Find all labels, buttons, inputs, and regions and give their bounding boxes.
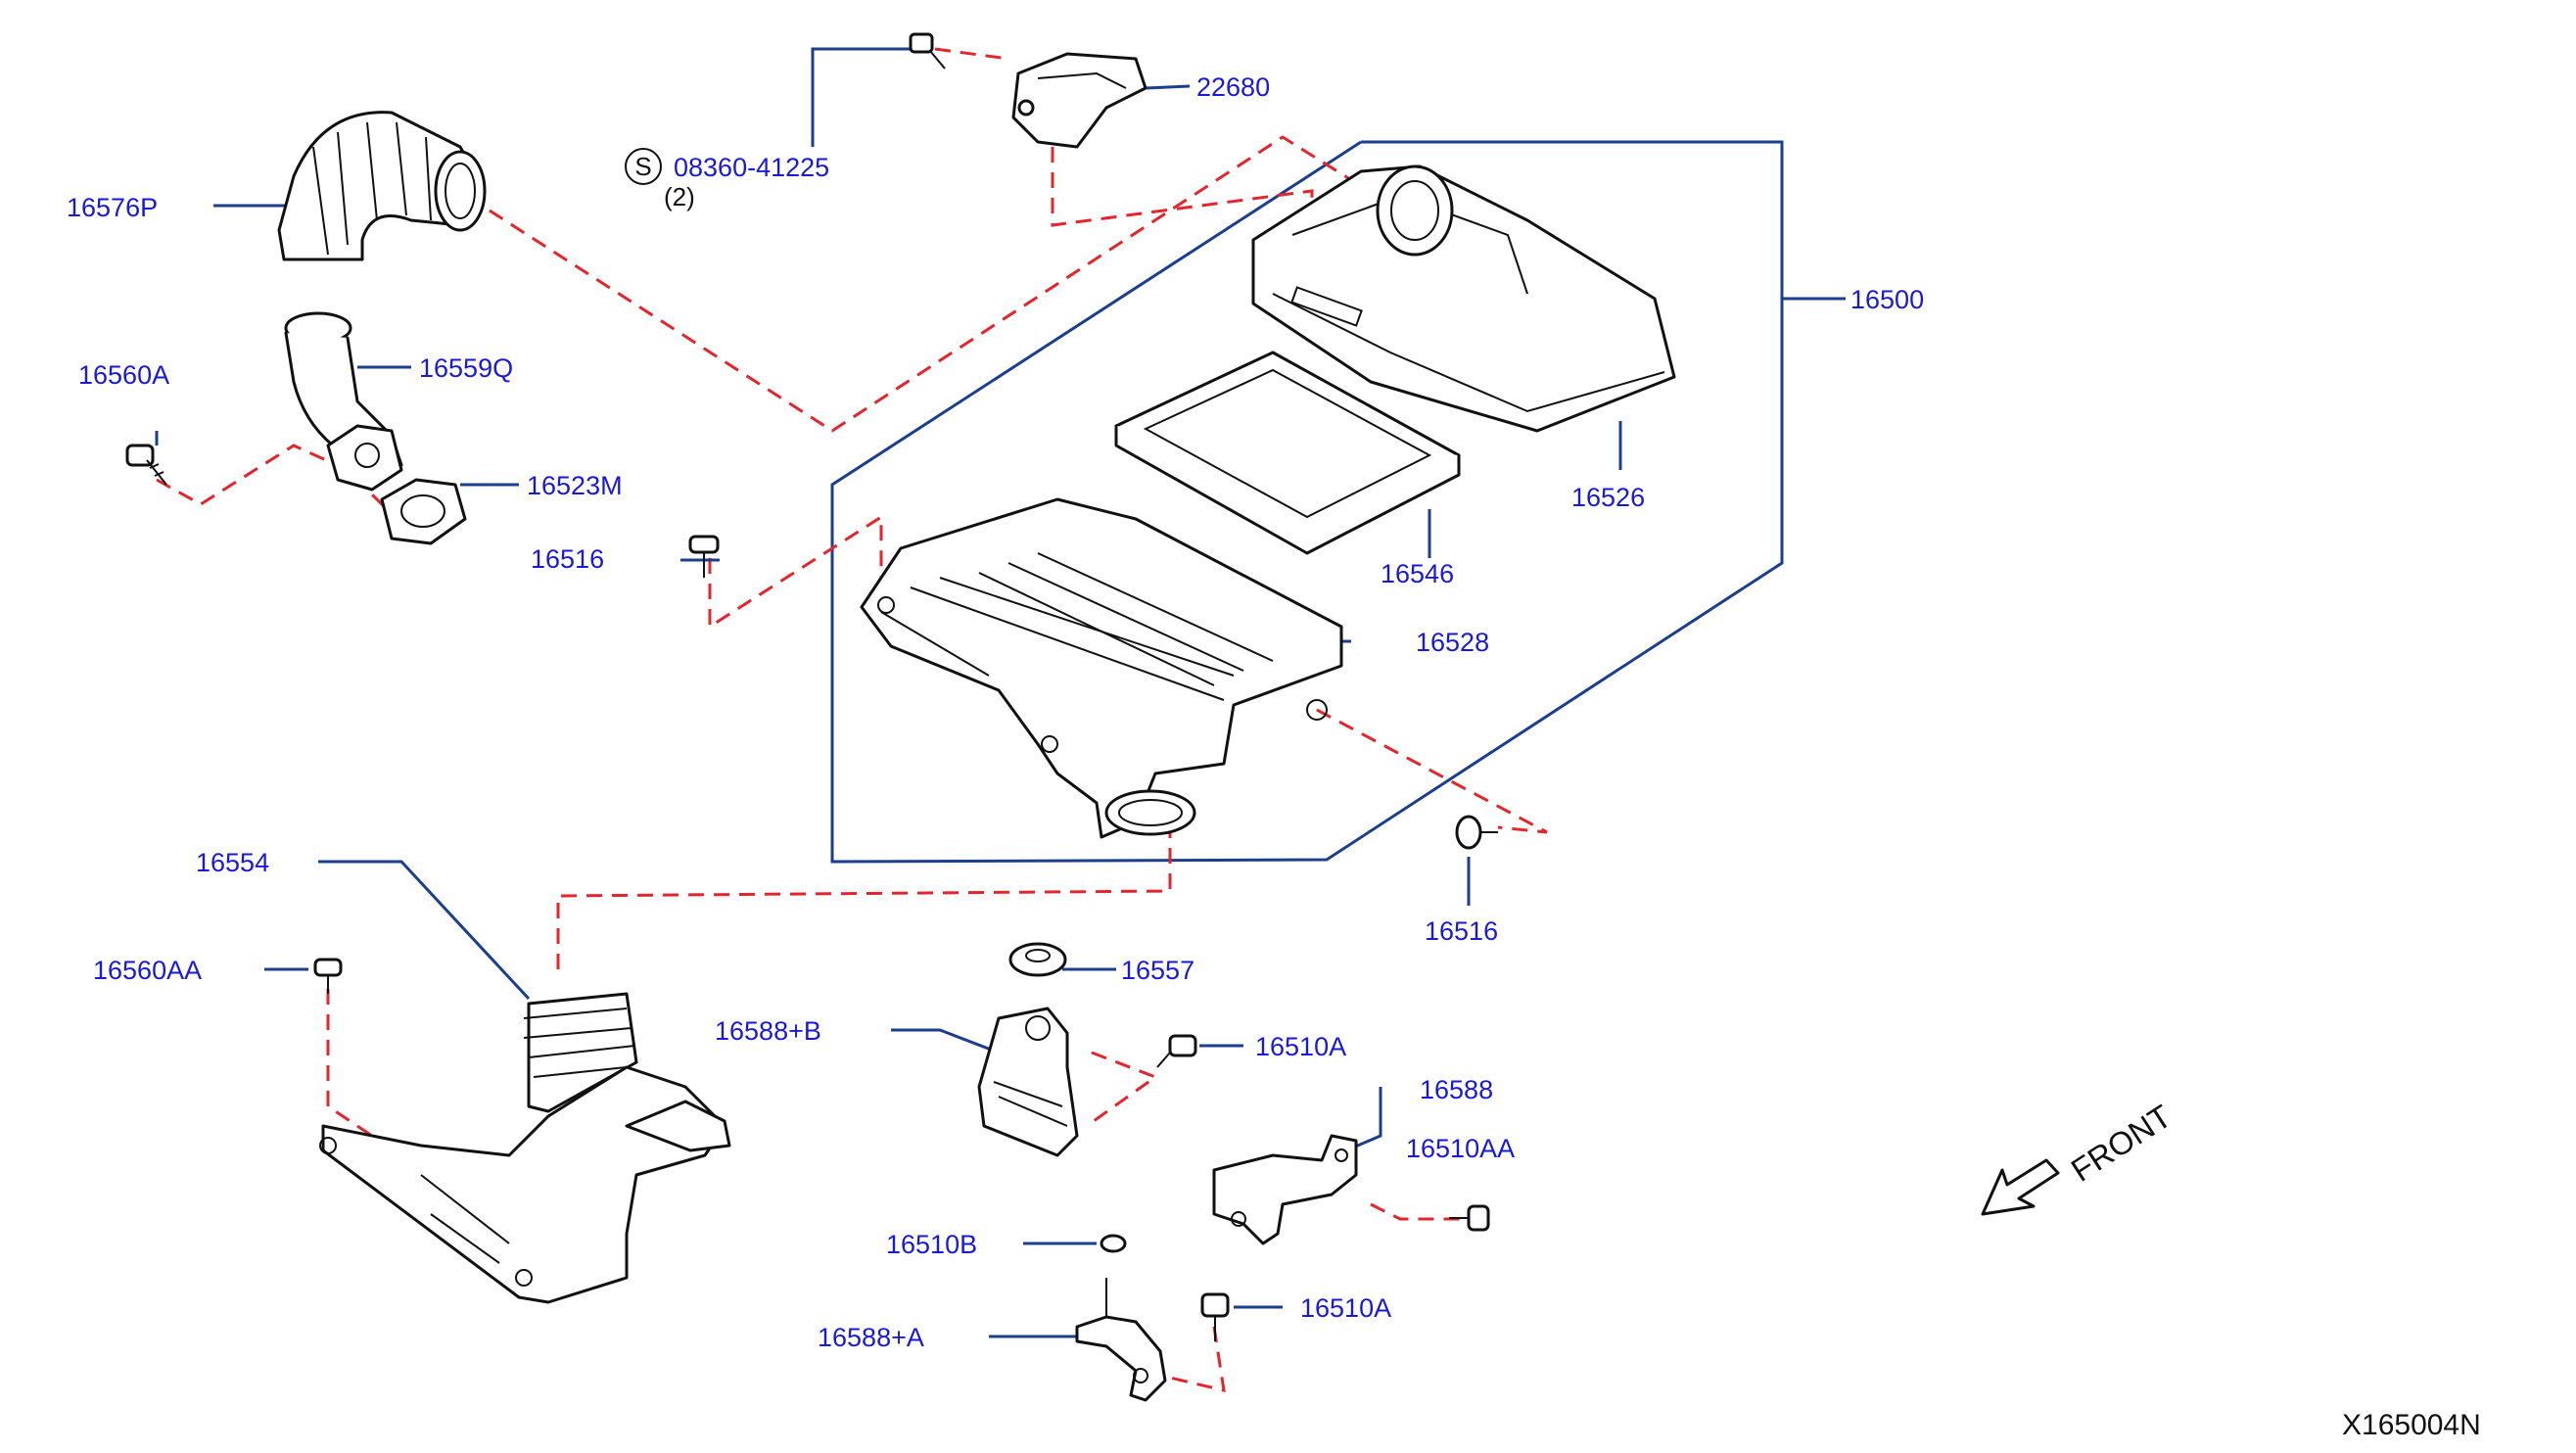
label-16500: 16500 — [1850, 285, 1924, 314]
label-16516-upper: 16516 — [531, 544, 604, 574]
screw-symbol-icon — [625, 148, 662, 185]
label-16528: 16528 — [1416, 628, 1489, 657]
screw-08360 — [909, 32, 946, 70]
label-16560AA: 16560AA — [93, 956, 202, 985]
label-16510AA: 16510AA — [1406, 1134, 1515, 1163]
label-16588A: 16588+A — [818, 1323, 924, 1352]
label-08360-qty: (2) — [664, 182, 695, 211]
label-16516-lower: 16516 — [1425, 916, 1498, 946]
clip-16510B — [1100, 1234, 1127, 1253]
bolt-16510A-upper — [1156, 1034, 1197, 1068]
bolt-16510A-lower — [1200, 1292, 1230, 1341]
grommet-16557 — [1008, 942, 1067, 977]
label-08360-41225: 08360-41225 — [674, 153, 829, 182]
bracket-16588A — [1075, 1278, 1167, 1402]
label-16510A-lower: 16510A — [1300, 1293, 1391, 1323]
part-16546-filter — [1114, 351, 1461, 555]
part-16526-cover — [1251, 164, 1676, 433]
label-16588: 16588 — [1420, 1075, 1493, 1104]
label-16588B: 16588+B — [715, 1016, 821, 1046]
gasket-16523M — [380, 478, 467, 545]
bracket-16588B — [977, 1007, 1079, 1157]
front-label: FRONT — [2065, 1098, 2178, 1189]
label-16526: 16526 — [1571, 483, 1645, 512]
label-22680: 22680 — [1196, 72, 1270, 102]
clip-16516-lower — [1455, 815, 1498, 850]
front-arrow-icon — [1981, 1158, 2060, 1216]
part-16528-lower-case — [860, 497, 1343, 839]
label-16546: 16546 — [1381, 559, 1454, 588]
screw-symbol: S — [634, 152, 651, 181]
part-16576P-duct — [277, 111, 487, 261]
label-16523M: 16523M — [527, 471, 623, 500]
part-16554-intake-duct — [319, 992, 731, 1304]
label-16560A: 16560A — [78, 360, 169, 390]
bracket-16588 — [1212, 1134, 1358, 1245]
label-16559Q: 16559Q — [419, 353, 513, 383]
part-16559Q-elbow — [284, 311, 403, 492]
bolt-16510AA — [1449, 1204, 1490, 1232]
assembly-outline-16500 — [830, 140, 1784, 864]
label-16554: 16554 — [196, 848, 269, 877]
label-16557: 16557 — [1121, 956, 1194, 985]
bolt-16560AA — [313, 958, 343, 994]
label-16510B: 16510B — [886, 1230, 977, 1259]
leader-lines — [155, 47, 1846, 1338]
connection-lines — [156, 47, 1548, 1392]
part-22680-sensor — [1011, 52, 1147, 149]
label-16510A-upper: 16510A — [1255, 1032, 1346, 1061]
bolt-16560A — [125, 444, 167, 486]
label-16576P: 16576P — [67, 193, 158, 222]
clip-16516-upper — [688, 535, 720, 578]
diagram-code: X165004N — [2342, 1409, 2481, 1441]
part-labels: 22680 S 08360-41225 (2) 16576P 16500 165… — [67, 72, 2481, 1441]
